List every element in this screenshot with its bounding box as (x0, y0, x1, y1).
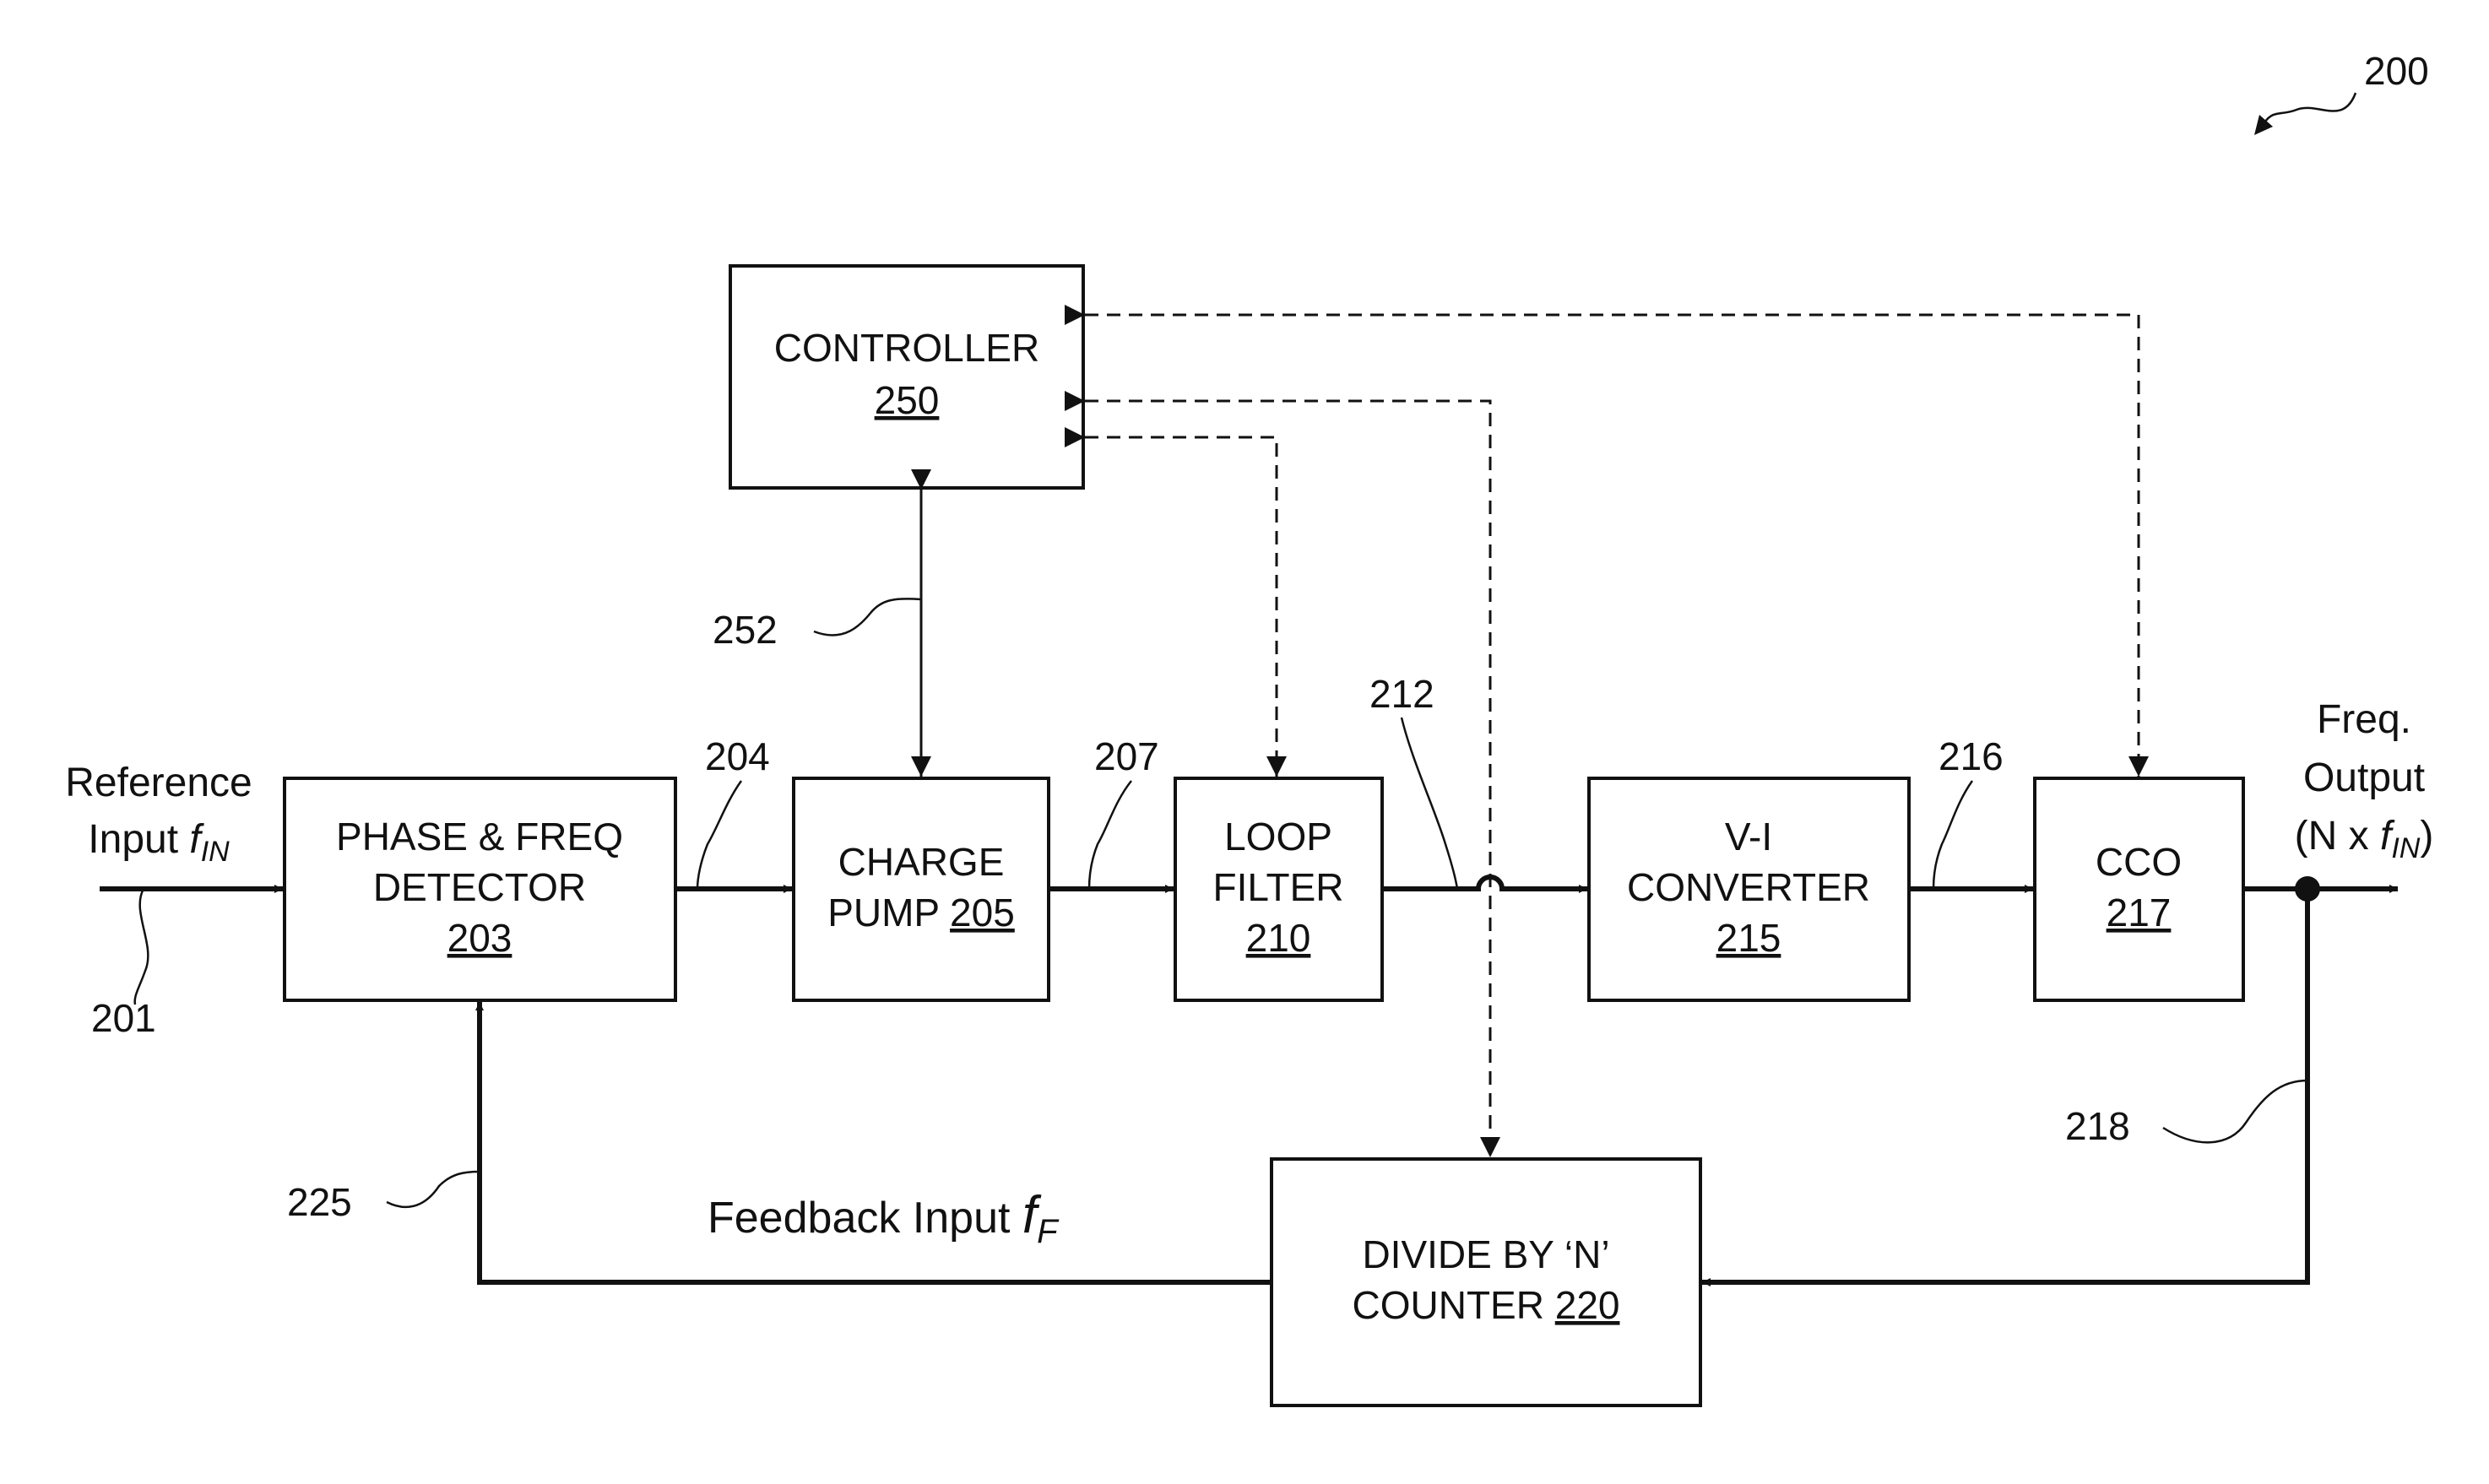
vi-converter-label-line1: V-I (1725, 815, 1772, 858)
ref-201: 201 (91, 996, 156, 1040)
ref-218: 218 (2065, 1104, 2130, 1148)
vi-converter-ref: 215 (1716, 916, 1781, 960)
ref-225-leader (387, 1172, 480, 1207)
divider-label-line2: COUNTER 220 (1353, 1283, 1620, 1327)
loop-filter-to-vi-converter-arrow (1382, 877, 1587, 889)
ref-252-leader (814, 598, 921, 635)
reference-input-label-line1: Reference (65, 761, 252, 805)
ref-212: 212 (1369, 672, 1434, 716)
ref-218-leader (2163, 1081, 2307, 1142)
loop-filter-ref: 210 (1246, 916, 1311, 960)
cco-label: CCO (2096, 840, 2182, 884)
ref-225: 225 (287, 1180, 352, 1224)
loop-filter-block: LOOP FILTER 210 (1175, 778, 1382, 1000)
freq-output-label-line2: Output (2303, 756, 2425, 800)
ref-204: 204 (705, 734, 770, 778)
cco-block: CCO 217 (2035, 778, 2243, 1000)
figure-number: 200 (2364, 49, 2429, 93)
controller-cco-control-line (1085, 315, 2139, 777)
controller-loop-filter-control-line (1085, 437, 1277, 777)
ref-204-leader (697, 781, 741, 889)
divider-label-line1: DIVIDE BY ‘N’ (1362, 1232, 1609, 1276)
loop-filter-label-line2: FILTER (1212, 865, 1343, 909)
vi-converter-block: V-I CONVERTER 215 (1589, 778, 1909, 1000)
feedback-input-label: Feedback Input fF (708, 1186, 1060, 1250)
freq-output-label-line1: Freq. (2317, 697, 2411, 742)
pfd-ref: 203 (447, 916, 512, 960)
ref-216: 216 (1939, 734, 2004, 778)
controller-block: CONTROLLER 250 (730, 266, 1083, 488)
pfd-label-line1: PHASE & FREQ (336, 815, 623, 858)
ref-252: 252 (713, 608, 778, 652)
figure-number-leader (2261, 93, 2356, 128)
ref-207-leader (1089, 781, 1131, 889)
charge-pump-label-line2: PUMP 205 (827, 891, 1015, 934)
charge-pump-label-line1: CHARGE (838, 840, 1005, 884)
freq-output-label-line3: (N x fIN) (2295, 814, 2434, 864)
controller-label: CONTROLLER (774, 326, 1039, 370)
ref-216-leader (1933, 781, 1972, 889)
charge-pump-block: CHARGE PUMP 205 (794, 778, 1049, 1000)
cco-ref: 217 (2107, 891, 2172, 934)
reference-input-label-line2: Input fIN (88, 817, 230, 868)
loop-filter-label-line1: LOOP (1224, 815, 1332, 858)
ref-212-leader (1402, 718, 1457, 889)
pfd-label-line2: DETECTOR (373, 865, 586, 909)
vi-converter-label-line2: CONVERTER (1627, 865, 1870, 909)
divider-block: DIVIDE BY ‘N’ COUNTER 220 (1272, 1159, 1700, 1405)
ref-201-leader (135, 889, 149, 1005)
phase-freq-detector-block: PHASE & FREQ DETECTOR 203 (285, 778, 675, 1000)
ref-207: 207 (1094, 734, 1159, 778)
controller-ref: 250 (875, 378, 940, 422)
